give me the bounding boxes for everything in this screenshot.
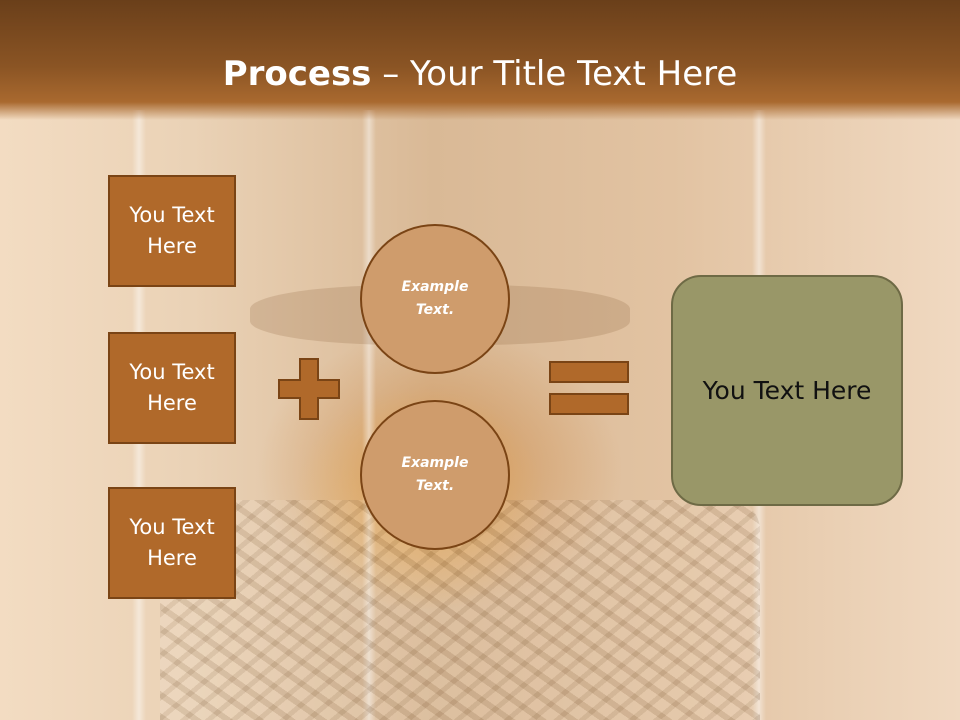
example-circle-2-text: Example Text. bbox=[401, 455, 469, 494]
text-box-2[interactable]: You Text Here bbox=[108, 332, 236, 444]
example-circle-1[interactable]: Example Text. bbox=[360, 224, 510, 374]
slide-title-rest: – Your Title Text Here bbox=[371, 54, 738, 94]
example-circle-1-text: Example Text. bbox=[401, 279, 469, 318]
plus-icon bbox=[278, 358, 340, 420]
text-box-1[interactable]: You Text Here bbox=[108, 175, 236, 287]
result-box[interactable]: You Text Here bbox=[671, 275, 903, 506]
slide-title[interactable]: Process – Your Title Text Here bbox=[0, 52, 960, 96]
text-box-3[interactable]: You Text Here bbox=[108, 487, 236, 599]
example-circle-2[interactable]: Example Text. bbox=[360, 400, 510, 550]
equals-icon bbox=[549, 361, 629, 415]
slide-title-bold: Process bbox=[222, 54, 372, 94]
title-bar bbox=[0, 0, 960, 120]
